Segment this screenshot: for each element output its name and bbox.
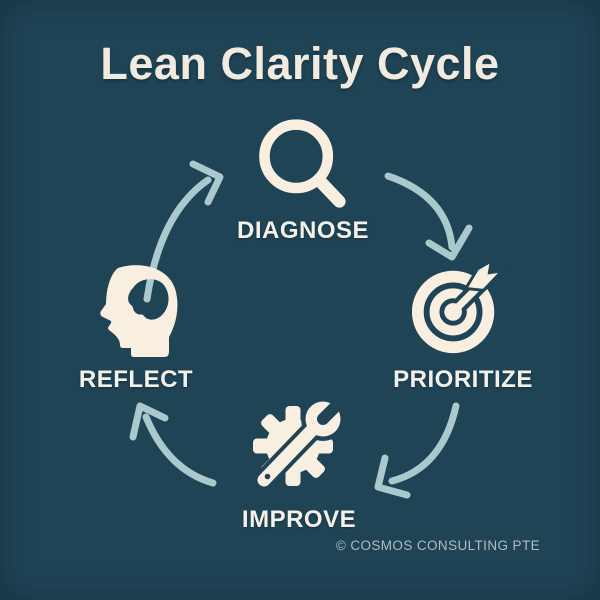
arrow-prioritize-to-improve [374, 402, 460, 499]
stage-label-improve: IMPROVE [241, 506, 357, 533]
copyright-notice: © COSMOS CONSULTING PTE [335, 538, 540, 553]
arrow-improve-to-reflect [129, 402, 217, 487]
stage-label-prioritize: PRIORITIZE [393, 366, 533, 393]
head-brain-icon [95, 262, 187, 362]
page-title: Lean Clarity Cycle [100, 38, 500, 89]
magnifying-glass-icon [252, 116, 348, 212]
arrow-reflect-to-diagnose [143, 160, 224, 303]
arrow-diagnose-to-prioritize [384, 172, 473, 261]
gear-wrench-icon [244, 394, 356, 502]
stage-label-reflect: REFLECT [78, 366, 194, 393]
target-dart-icon [409, 259, 507, 357]
stage-label-diagnose: DIAGNOSE [236, 217, 370, 244]
